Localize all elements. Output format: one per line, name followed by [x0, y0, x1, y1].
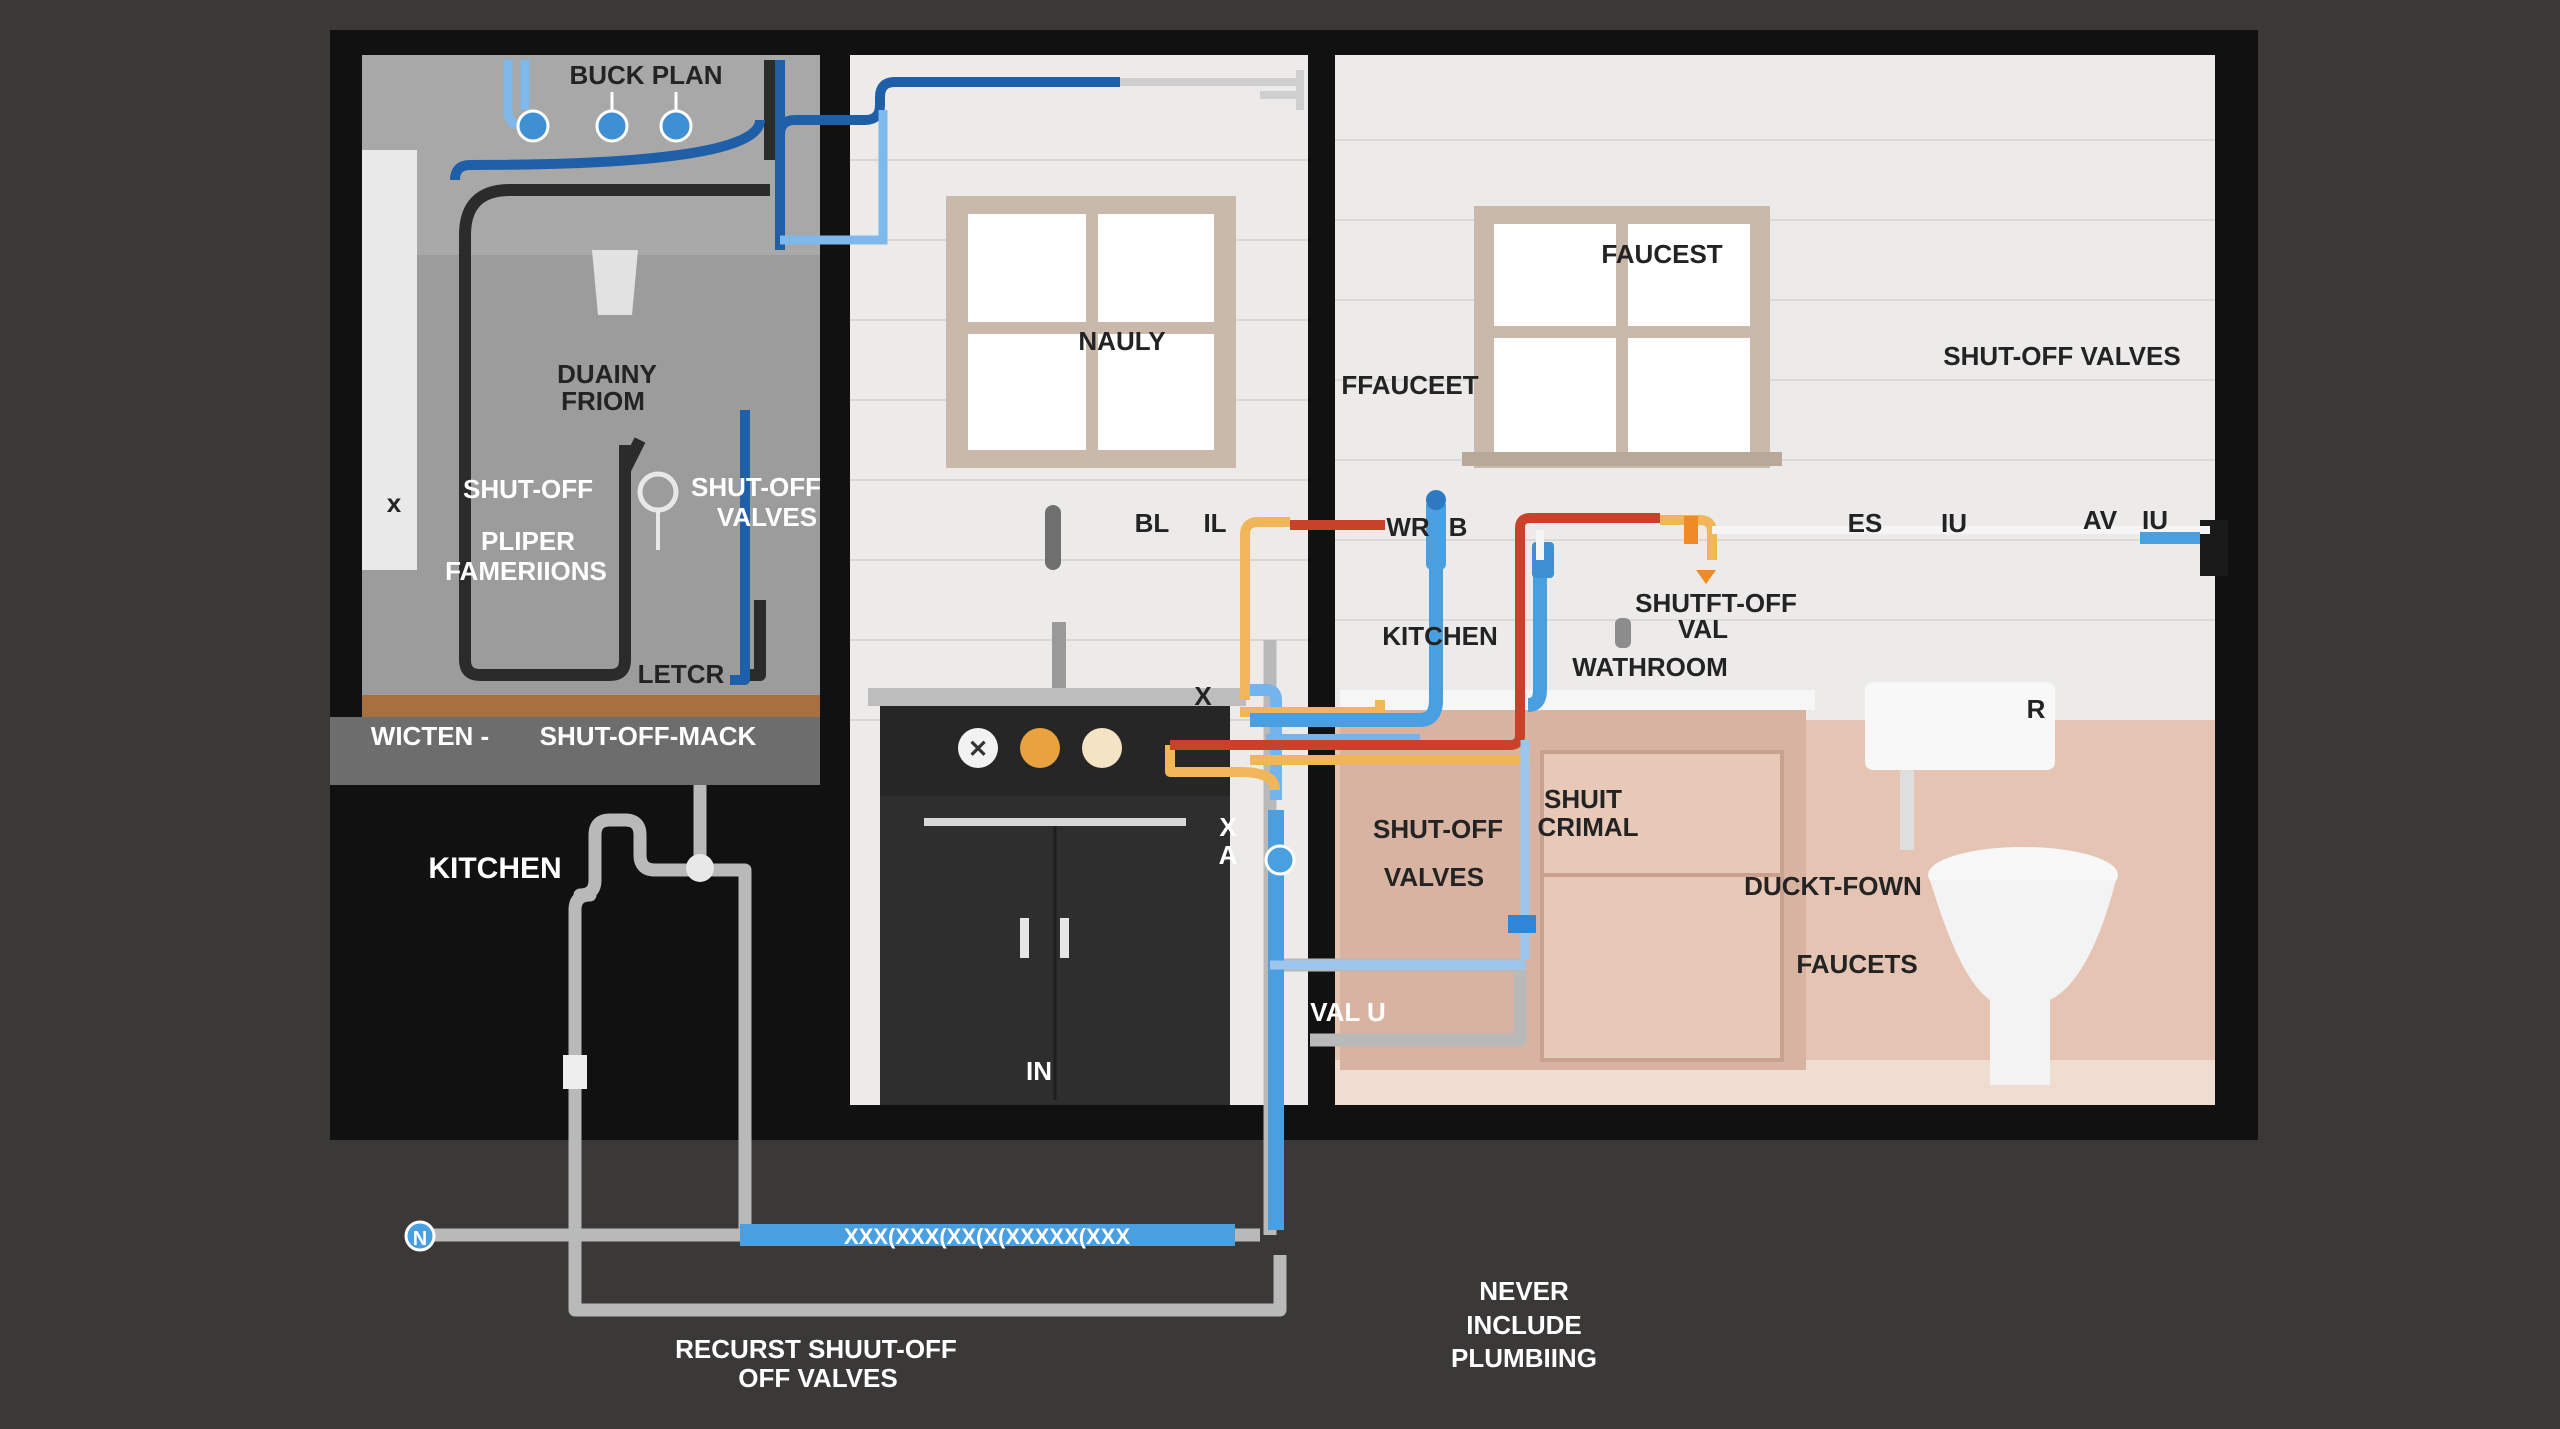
riser-gauge — [1264, 844, 1296, 876]
toilet — [1865, 682, 2118, 1085]
utility-shelf — [362, 695, 820, 717]
cabinet-top-handle — [924, 818, 1186, 826]
label-kitchen-outside: KITCHEN — [428, 852, 561, 885]
inlet-marker-label: N — [413, 1228, 427, 1250]
buck-plan-icons — [516, 92, 693, 143]
label-iu2: IU — [2142, 505, 2168, 535]
label-il: IL — [1203, 508, 1226, 538]
water-heater-tank — [362, 150, 417, 570]
label-wicten: WICTEN - — [371, 721, 489, 751]
main-supply-run-marks: XXX(XXX(XX(X(XXXXX(XXX — [844, 1224, 1130, 1249]
inlet-marker — [404, 1220, 436, 1252]
label-wathroom: WATHROOM — [1572, 652, 1728, 682]
label-pliper-2: FAMERIIONS — [445, 556, 607, 586]
bath-shutoff-fitting — [2140, 532, 2200, 544]
label-bl: BL — [1135, 508, 1170, 538]
divider-left — [820, 30, 850, 1140]
label-duainy-1: DUAINY — [557, 359, 657, 389]
label-shuit-2: CRIMAL — [1537, 812, 1638, 842]
label-x-left: x — [387, 488, 402, 518]
label-kitchen-room: KITCHEN — [1382, 621, 1498, 651]
label-nauly: NAULY — [1078, 326, 1165, 356]
label-shutft-1: SHUTFT-OFF — [1635, 588, 1797, 618]
cabinet-knob-close-glyph: ✕ — [968, 736, 988, 763]
label-b: B — [1449, 512, 1468, 542]
label-pliper-1: PLIPER — [481, 526, 575, 556]
label-never: NEVER — [1479, 1276, 1569, 1306]
label-buck-plan: BUCK PLAN — [569, 60, 722, 90]
label-wr: WR — [1386, 512, 1430, 542]
cabinet-handle-right — [1060, 918, 1069, 958]
cabinet-knob-hot-icon — [1020, 728, 1060, 768]
label-recurst-2: OFF VALVES — [738, 1363, 897, 1393]
label-shut-off-cab-1: SHUT-OFF — [1373, 814, 1503, 844]
outside-valve-body — [563, 1055, 587, 1089]
utility-floor — [330, 717, 820, 785]
cabinet-knob-close-icon — [958, 728, 998, 768]
shutoff-valve-orange — [1684, 516, 1716, 584]
bathroom-window — [1462, 206, 1782, 468]
label-ffauceet: FFAUCEET — [1341, 370, 1478, 400]
label-av: AV — [2083, 505, 2118, 535]
label-shut-off-mack: SHUT-OFF-MACK — [540, 721, 757, 751]
vanity-valve-blue — [1508, 915, 1536, 933]
kitchen-valve-blue — [1426, 500, 1446, 570]
label-faucets: FAUCETS — [1796, 949, 1917, 979]
cabinet-knob-warm-icon — [1082, 728, 1122, 768]
shutoff-valve-left-icon — [637, 471, 679, 550]
label-faucest: FAUCEST — [1601, 239, 1722, 269]
label-shut-off-valves-right: SHUT-OFF VALVES — [1943, 341, 2180, 371]
cabinet-handle-left — [1020, 918, 1029, 958]
label-shut-off-valves-left-2: VALVES — [717, 502, 817, 532]
vanity-cabinet — [1340, 690, 1815, 1070]
label-duainy-2: FRIOM — [561, 386, 645, 416]
label-iu: IU — [1941, 508, 1967, 538]
hot-supply-pipes — [1170, 513, 1660, 750]
bucket-icon — [592, 250, 638, 315]
label-x-mid2: X — [1219, 812, 1237, 842]
label-x-mid: X — [1194, 681, 1212, 711]
label-shuit-1: SHUIT — [1544, 784, 1622, 814]
kitchen-sink-faucet — [1052, 622, 1066, 690]
label-shut-off-left: SHUT-OFF — [463, 474, 593, 504]
label-r: R — [2027, 694, 2046, 724]
middle-floor-band — [850, 1105, 1308, 1135]
bathroom-sink-faucet — [1615, 618, 1631, 648]
cold-supply-dark — [450, 60, 1120, 685]
label-duckt-fown: DUCKT-FOWN — [1744, 871, 1922, 901]
label-a-mid: A — [1219, 840, 1238, 870]
outside-tee-joint — [686, 854, 714, 882]
label-letcr: LETCR — [638, 659, 725, 689]
kitchen-cold-pipes — [1250, 505, 1547, 727]
kitchen-countertop — [868, 688, 1246, 706]
wall-faucet-left — [1045, 505, 1061, 570]
label-shut-off-valves-left-1: SHUT-OFF — [691, 472, 821, 502]
grey-supply-top — [1120, 70, 1304, 110]
label-es: ES — [1848, 508, 1883, 538]
kitchen-window — [946, 196, 1236, 468]
main-supply-run — [740, 1224, 1235, 1246]
label-recurst-1: RECURST SHUUT-OFF — [675, 1334, 957, 1364]
kitchen-valve-cap — [1426, 490, 1446, 510]
label-shut-off-cab-2: VALVES — [1384, 862, 1484, 892]
label-include: INCLUDE — [1466, 1310, 1582, 1340]
label-in: IN — [1026, 1056, 1052, 1086]
divider-right — [1308, 30, 1335, 1140]
utility-room-shade — [362, 55, 820, 255]
label-plumbiing: PLUMBIING — [1451, 1343, 1597, 1373]
label-shutft-2: VAL — [1678, 614, 1728, 644]
label-val-u: VAL U — [1310, 997, 1386, 1027]
bath-supply-white — [1536, 526, 2210, 560]
